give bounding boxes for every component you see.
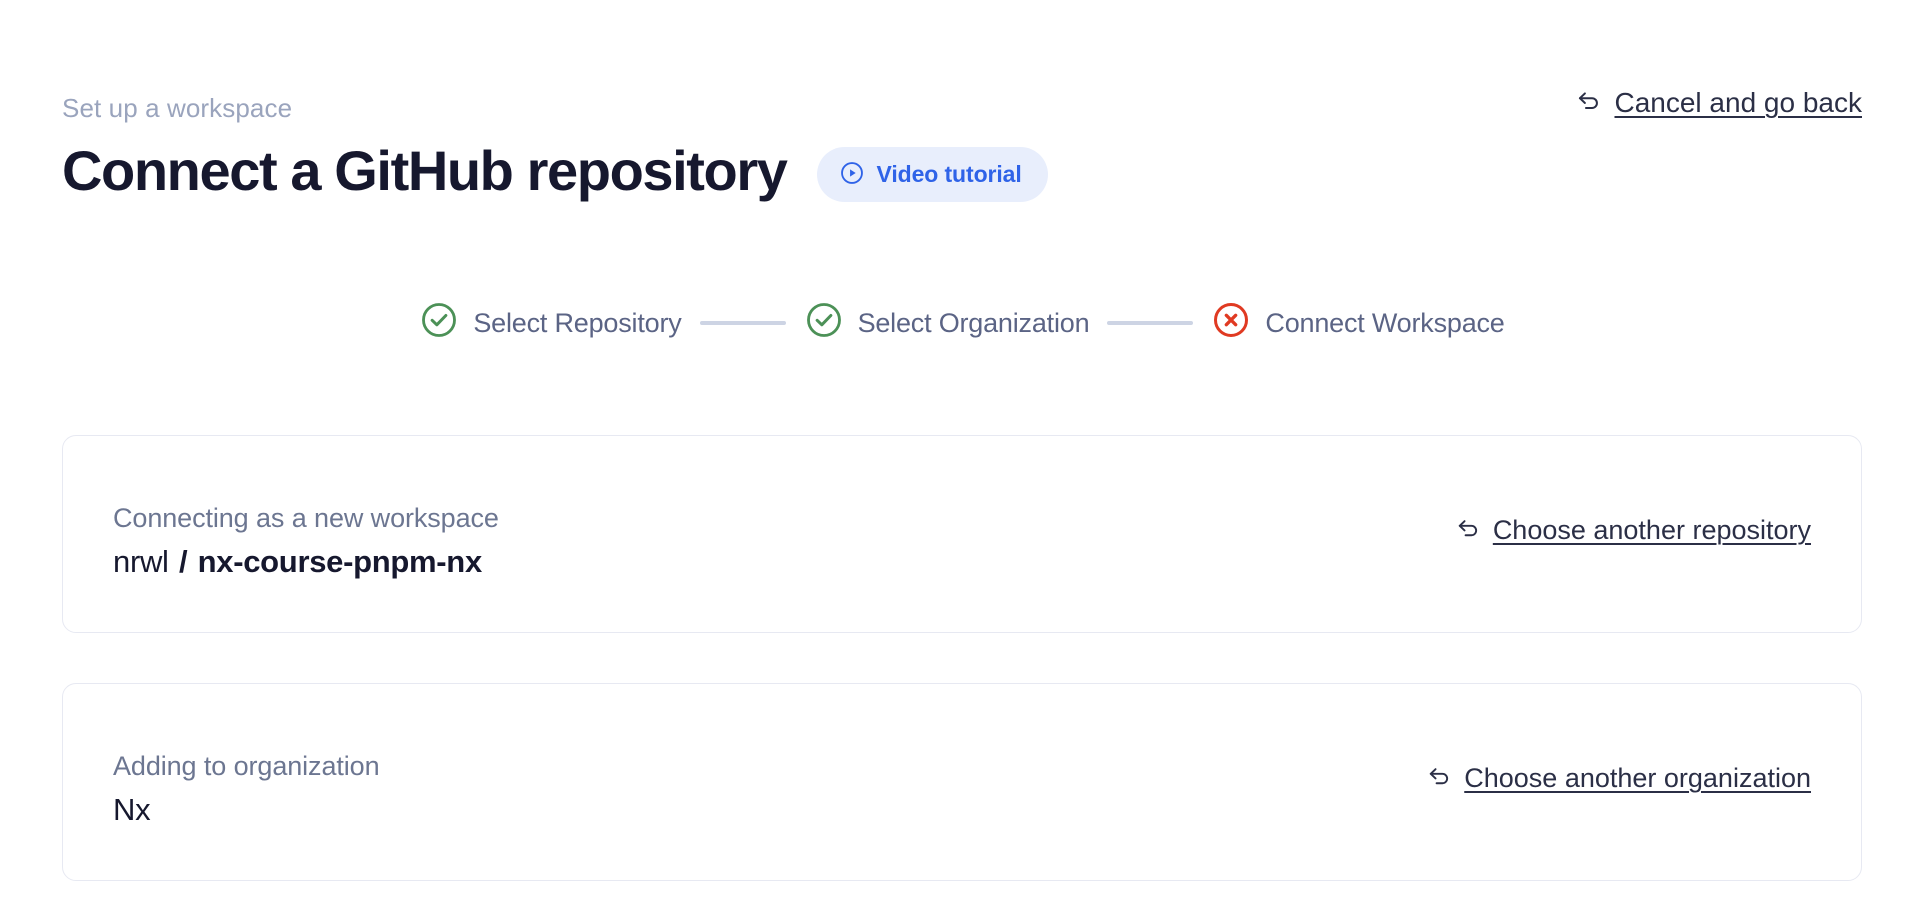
- repository-name: nx-course-pnpm-nx: [197, 544, 483, 579]
- arrow-uturn-left-icon: [1426, 763, 1453, 795]
- arrow-uturn-left-icon: [1455, 515, 1482, 547]
- step-select-repository[interactable]: Select Repository: [419, 300, 682, 345]
- stepper-connector: [1107, 320, 1194, 325]
- choose-another-repository-label: Choose another repository: [1492, 515, 1811, 545]
- check-circle-icon: [804, 300, 844, 345]
- repository-card: Connecting as a new workspace nrwl / nx-…: [62, 435, 1862, 633]
- step-label: Connect Workspace: [1265, 307, 1505, 338]
- organization-card: Adding to organization Nx Choose another…: [62, 683, 1862, 881]
- choose-another-organization-link[interactable]: Choose another organization: [1426, 762, 1811, 795]
- repository-owner: nrwl: [113, 544, 169, 579]
- cancel-and-go-back-link[interactable]: Cancel and go back: [1575, 86, 1862, 120]
- step-select-organization[interactable]: Select Organization: [804, 300, 1090, 345]
- breadcrumb: Set up a workspace: [62, 93, 293, 123]
- step-connect-workspace[interactable]: Connect Workspace: [1211, 300, 1505, 345]
- cancel-and-go-back-label: Cancel and go back: [1614, 87, 1862, 118]
- play-circle-icon: [839, 160, 865, 189]
- repository-separator: /: [178, 544, 188, 579]
- repository-card-caption: Connecting as a new workspace: [113, 503, 499, 533]
- choose-another-repository-link[interactable]: Choose another repository: [1455, 514, 1811, 547]
- step-label: Select Organization: [857, 307, 1090, 338]
- video-tutorial-label: Video tutorial: [876, 160, 1022, 187]
- choose-another-organization-label: Choose another organization: [1464, 763, 1811, 793]
- title-row: Connect a GitHub repository Video tutori…: [62, 138, 1862, 204]
- page-title: Connect a GitHub repository: [62, 139, 788, 202]
- step-label: Select Repository: [473, 307, 682, 338]
- arrow-uturn-left-icon: [1575, 87, 1603, 120]
- stepper-connector: [699, 320, 786, 325]
- repository-card-value: nrwl / nx-course-pnpm-nx: [113, 543, 499, 581]
- organization-card-caption: Adding to organization: [113, 751, 380, 781]
- progress-stepper: Select Repository Select Organization: [0, 300, 1924, 345]
- check-circle-icon: [419, 300, 459, 345]
- video-tutorial-button[interactable]: Video tutorial: [816, 146, 1048, 202]
- organization-card-value: Nx: [113, 791, 380, 829]
- x-circle-icon: [1211, 300, 1251, 345]
- page-header: Set up a workspace Connect a GitHub repo…: [62, 92, 1862, 204]
- organization-name: Nx: [113, 792, 151, 827]
